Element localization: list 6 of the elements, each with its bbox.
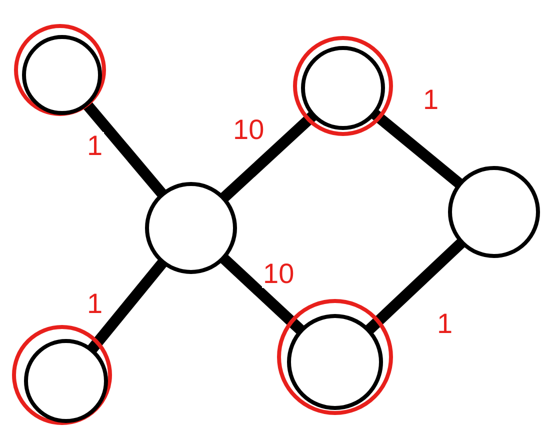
- connector-line: [219, 254, 306, 335]
- connector-line: [364, 238, 466, 334]
- connector-line: [220, 111, 318, 202]
- connector-line: [87, 258, 168, 354]
- connector-line: [370, 109, 464, 188]
- connector-line: [82, 100, 167, 198]
